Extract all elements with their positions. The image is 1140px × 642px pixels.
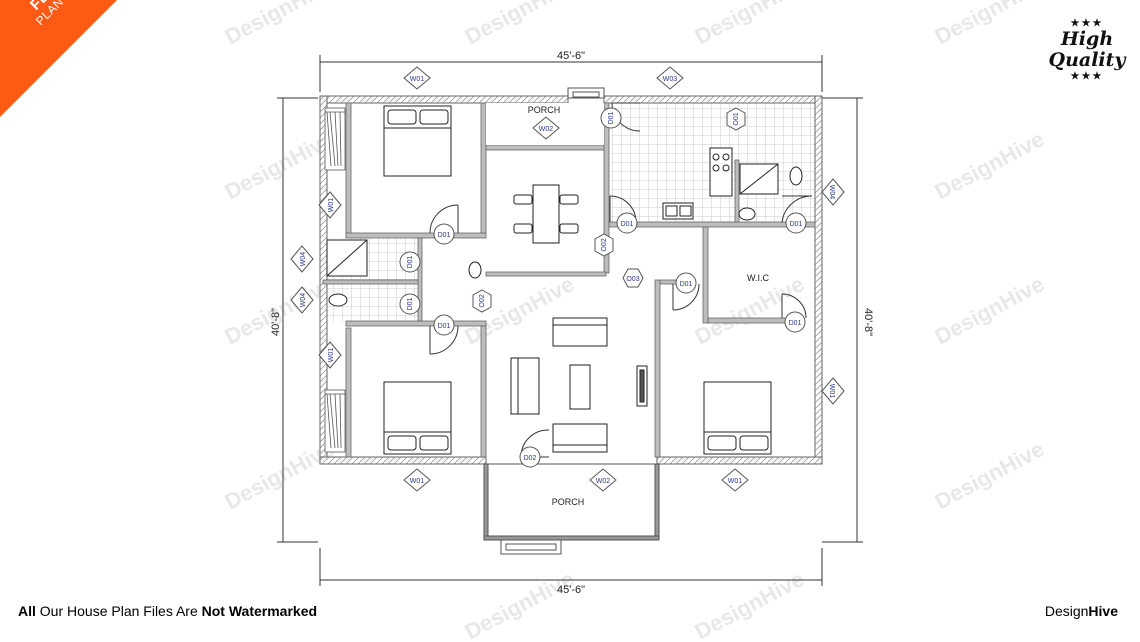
svg-text:O02: O02: [601, 238, 608, 251]
watermark: DesignHive: [461, 0, 579, 49]
svg-text:W04: W04: [300, 252, 307, 267]
watermark: DesignHive: [931, 436, 1049, 514]
svg-text:D01: D01: [438, 323, 451, 330]
svg-text:D01: D01: [790, 221, 803, 228]
window-tag-w01: W01: [721, 468, 749, 492]
svg-text:W01: W01: [410, 478, 425, 485]
brand-logo: DesignHive: [1045, 603, 1118, 619]
window-tag-w01: W01: [821, 377, 845, 405]
quality-line2: Quality: [1048, 49, 1126, 71]
door-tag-d01: D01: [785, 212, 807, 234]
high-quality-badge: ★★★ High Quality ★★★: [1048, 18, 1126, 82]
svg-text:W01: W01: [410, 76, 425, 83]
watermark: DesignHive: [461, 566, 579, 642]
window-tag-w01: W01: [318, 341, 342, 369]
door-tag-d01: D01: [600, 107, 622, 129]
watermark: DesignHive: [221, 0, 339, 49]
door-tag-d01: D01: [399, 251, 421, 273]
dimension-right: 40'-8": [862, 308, 874, 336]
svg-text:D01: D01: [438, 232, 451, 239]
door-tag-d02: D02: [519, 446, 541, 468]
quality-line1: High: [1060, 28, 1114, 50]
room-label-wic: W.I.C: [747, 273, 769, 283]
living-furniture: [510, 317, 648, 453]
bottom-porch: [483, 463, 660, 555]
svg-text:O01: O01: [733, 112, 740, 125]
badge-triangle: [0, 0, 117, 117]
svg-text:D01: D01: [407, 255, 414, 268]
window-tags: W01 W03 W02 W01 W04 W04 W01 W04 W01 W01 …: [290, 66, 845, 492]
door-tags: D01 D01 D01 D01 D01 D01 D01 D01 D01 D02: [399, 107, 807, 468]
dimension-top: 45'-6": [557, 50, 585, 62]
window-tag-w02: W02: [532, 116, 560, 140]
bed-top-left: [383, 105, 452, 177]
svg-text:W02: W02: [596, 478, 611, 485]
svg-text:D01: D01: [789, 320, 802, 327]
dimension-left: 40'-8": [270, 308, 282, 336]
window-tag-w04: W04: [821, 178, 845, 206]
door-tag-d01: D01: [675, 272, 697, 294]
room-label-porch-bottom: PORCH: [552, 497, 585, 507]
door-tag-d01: D01: [433, 223, 455, 245]
brand-part2: Hive: [1088, 603, 1118, 619]
dimension-lines: [277, 55, 863, 586]
window-tag-w02: W02: [589, 468, 617, 492]
closets: [324, 107, 346, 453]
watermark: DesignHive: [931, 0, 1049, 49]
window-tag-w01: W01: [403, 66, 431, 90]
stars-bottom-icon: ★★★: [1070, 71, 1104, 82]
svg-text:D01: D01: [608, 111, 615, 124]
footer-suffix: Not Watermarked: [201, 603, 318, 619]
door-tag-d01: D01: [433, 314, 455, 336]
opening-tag-o01: O01: [726, 107, 746, 131]
brand-part1: Design: [1044, 603, 1089, 619]
watermark: DesignHive: [931, 271, 1049, 349]
footer-prefix: All: [18, 603, 36, 619]
kitchen-fixtures: [662, 147, 733, 220]
dining-table: [513, 184, 579, 244]
svg-text:O03: O03: [626, 276, 639, 283]
door-tag-d01: D01: [399, 293, 421, 315]
svg-text:W01: W01: [728, 478, 743, 485]
svg-text:W02: W02: [539, 126, 554, 133]
opening-tags: O01 O02 O03 O02: [472, 107, 746, 313]
stars-top-icon: ★★★: [1070, 18, 1104, 29]
svg-text:W03: W03: [663, 76, 678, 83]
opening-tag-o02: O02: [472, 289, 492, 313]
window-tag-w01: W01: [403, 468, 431, 492]
window-tag-w01: W01: [318, 191, 342, 219]
door-tag-d01: D01: [784, 311, 806, 333]
watermark: DesignHive: [691, 0, 809, 49]
svg-text:W01: W01: [828, 384, 835, 399]
dimension-bottom: 45'-6": [557, 584, 585, 596]
svg-text:O02: O02: [479, 294, 486, 307]
footer-middle: Our House Plan Files Are: [35, 603, 202, 619]
window-tag-w04: W04: [290, 286, 314, 314]
footer-tagline: All Our House Plan Files Are Not Waterma…: [18, 603, 317, 619]
bed-bottom-left: [383, 381, 452, 455]
interior-walls: [322, 102, 816, 458]
window-tag-w04: W04: [290, 245, 314, 273]
svg-text:W04: W04: [828, 185, 835, 200]
door-tag-d01: D01: [616, 212, 638, 234]
opening-tag-o03: O03: [622, 268, 644, 288]
svg-text:D01: D01: [407, 297, 414, 310]
svg-text:D01: D01: [680, 281, 693, 288]
watermark: DesignHive: [931, 126, 1049, 204]
bed-bottom-right: [703, 381, 772, 455]
opening-tag-o02: O02: [594, 233, 614, 257]
bath-fixtures: [326, 163, 803, 307]
beds: [383, 105, 772, 455]
watermark: DesignHive: [691, 566, 809, 642]
door-swings: [429, 102, 813, 458]
room-label-porch-top: PORCH: [528, 105, 561, 115]
svg-text:D02: D02: [524, 455, 537, 462]
svg-text:W04: W04: [300, 293, 307, 308]
svg-text:W01: W01: [328, 348, 335, 363]
floor-plan-view-badge: FLOOR PLAN VIEW: [0, 0, 120, 120]
window-tag-w03: W03: [656, 66, 684, 90]
svg-text:D01: D01: [621, 221, 634, 228]
svg-text:W01: W01: [328, 198, 335, 213]
